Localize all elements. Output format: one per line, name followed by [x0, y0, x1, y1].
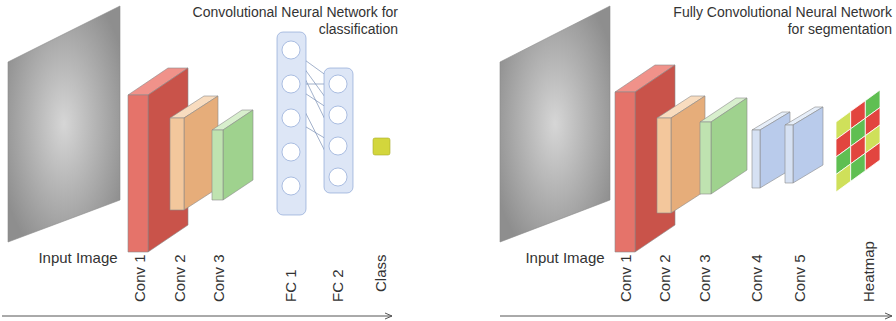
conv-block	[170, 96, 218, 210]
heatmap-cell	[836, 164, 851, 192]
input-label: Input Image	[38, 248, 118, 267]
conv-block	[785, 107, 823, 183]
neuron	[282, 41, 300, 195]
layer-label: Conv 3	[210, 254, 228, 302]
layer-label: Conv 2	[656, 254, 674, 302]
conv-block	[615, 65, 675, 252]
fc-layer	[324, 68, 353, 193]
input-label: Input Image	[525, 248, 605, 267]
input-plane	[500, 6, 610, 242]
conv-block	[657, 96, 705, 213]
fc-layer	[277, 32, 306, 215]
heatmap-cell	[865, 143, 880, 171]
conv-block	[212, 110, 253, 200]
layer-label: Conv 4	[748, 254, 766, 302]
layer-label: Conv 1	[131, 254, 149, 302]
conv-block	[752, 112, 790, 188]
conv-block	[700, 98, 747, 194]
neuron	[329, 75, 347, 186]
network-title: Fully Convolutional Neural Network for s…	[660, 4, 892, 38]
output-label: Heatmap	[860, 241, 878, 302]
input-plane	[8, 6, 120, 242]
layer-label: Conv 3	[696, 254, 714, 302]
flow-arrow	[500, 316, 892, 317]
class-output	[373, 138, 390, 155]
network-title: Convolutional Neural Network for classif…	[150, 4, 398, 38]
layer-label: FC 1	[282, 269, 300, 302]
layer-label: Conv 2	[171, 254, 189, 302]
flow-arrow	[2, 316, 392, 317]
output-label: Class	[372, 254, 390, 292]
layer-label: Conv 1	[617, 254, 635, 302]
heatmap-grid	[836, 90, 880, 192]
layer-label: FC 2	[329, 269, 347, 302]
layer-label: Conv 5	[791, 254, 809, 302]
heatmap-cell	[851, 153, 866, 181]
conv-block	[128, 68, 188, 252]
